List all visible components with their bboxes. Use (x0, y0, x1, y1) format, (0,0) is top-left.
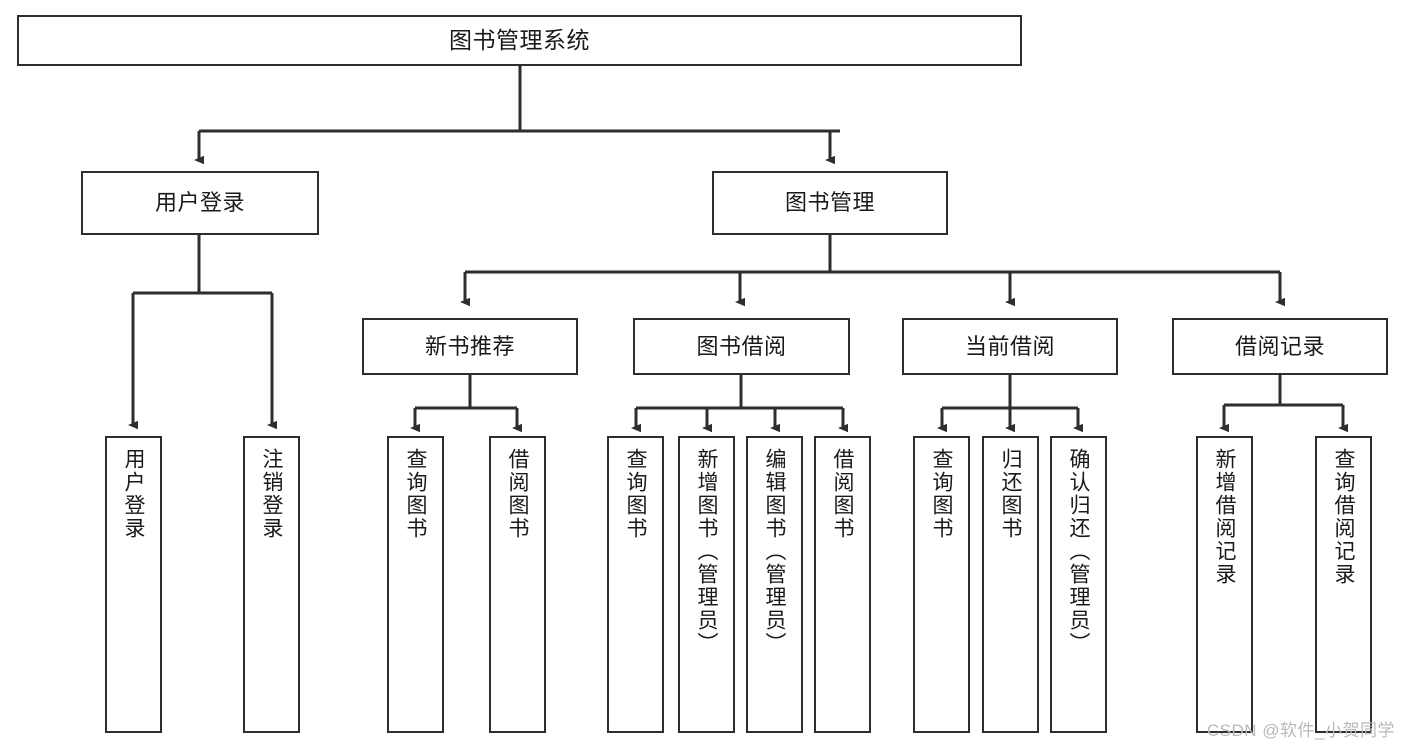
node-book-management[interactable]: 图书管理 (712, 171, 948, 235)
leaf-current-query-book[interactable]: 查询图书 (913, 436, 970, 733)
node-label: 确认归还（管理员） (1067, 448, 1091, 655)
node-label: 图书管理系统 (449, 26, 590, 53)
node-label: 编辑图书（管理员） (763, 448, 787, 655)
node-borrow-record[interactable]: 借阅记录 (1172, 318, 1388, 375)
node-label: 用户登录 (154, 190, 245, 216)
leaf-borrow-query-book[interactable]: 查询图书 (607, 436, 664, 733)
node-label: 新增借阅记录 (1213, 448, 1237, 586)
leaf-new-book-query[interactable]: 查询图书 (387, 436, 444, 733)
node-label: 归还图书 (999, 448, 1023, 540)
node-label: 查询图书 (624, 448, 648, 540)
leaf-current-return-book[interactable]: 归还图书 (982, 436, 1039, 733)
node-label: 注销登录 (260, 448, 284, 540)
leaf-record-query-record[interactable]: 查询借阅记录 (1315, 436, 1372, 733)
leaf-new-book-borrow[interactable]: 借阅图书 (489, 436, 546, 733)
node-label: 查询图书 (930, 448, 954, 540)
node-label: 图书管理 (784, 190, 875, 216)
node-label: 图书借阅 (696, 333, 787, 359)
leaf-current-confirm-return-admin[interactable]: 确认归还（管理员） (1050, 436, 1107, 733)
node-new-book-recommend[interactable]: 新书推荐 (362, 318, 578, 375)
node-user-login[interactable]: 用户登录 (81, 171, 319, 235)
node-label: 查询图书 (404, 448, 428, 540)
leaf-borrow-borrow-book[interactable]: 借阅图书 (814, 436, 871, 733)
node-label: 用户登录 (122, 448, 146, 540)
node-label: 当前借阅 (964, 333, 1055, 359)
leaf-user-login-signout[interactable]: 注销登录 (243, 436, 300, 733)
node-label: 借阅图书 (831, 448, 855, 540)
node-current-borrow[interactable]: 当前借阅 (902, 318, 1118, 375)
node-book-borrow[interactable]: 图书借阅 (633, 318, 850, 375)
node-label: 借阅图书 (506, 448, 530, 540)
node-label: 借阅记录 (1234, 333, 1325, 359)
node-label: 新书推荐 (424, 333, 515, 359)
watermark-text: CSDN @软件_小贺同学 (1206, 721, 1395, 740)
leaf-borrow-edit-book-admin[interactable]: 编辑图书（管理员） (746, 436, 803, 733)
node-root-system[interactable]: 图书管理系统 (17, 15, 1022, 66)
leaf-borrow-add-book-admin[interactable]: 新增图书（管理员） (678, 436, 735, 733)
node-label: 查询借阅记录 (1332, 448, 1356, 586)
node-label: 新增图书（管理员） (695, 448, 719, 655)
leaf-record-add-record[interactable]: 新增借阅记录 (1196, 436, 1253, 733)
leaf-user-login-signin[interactable]: 用户登录 (105, 436, 162, 733)
